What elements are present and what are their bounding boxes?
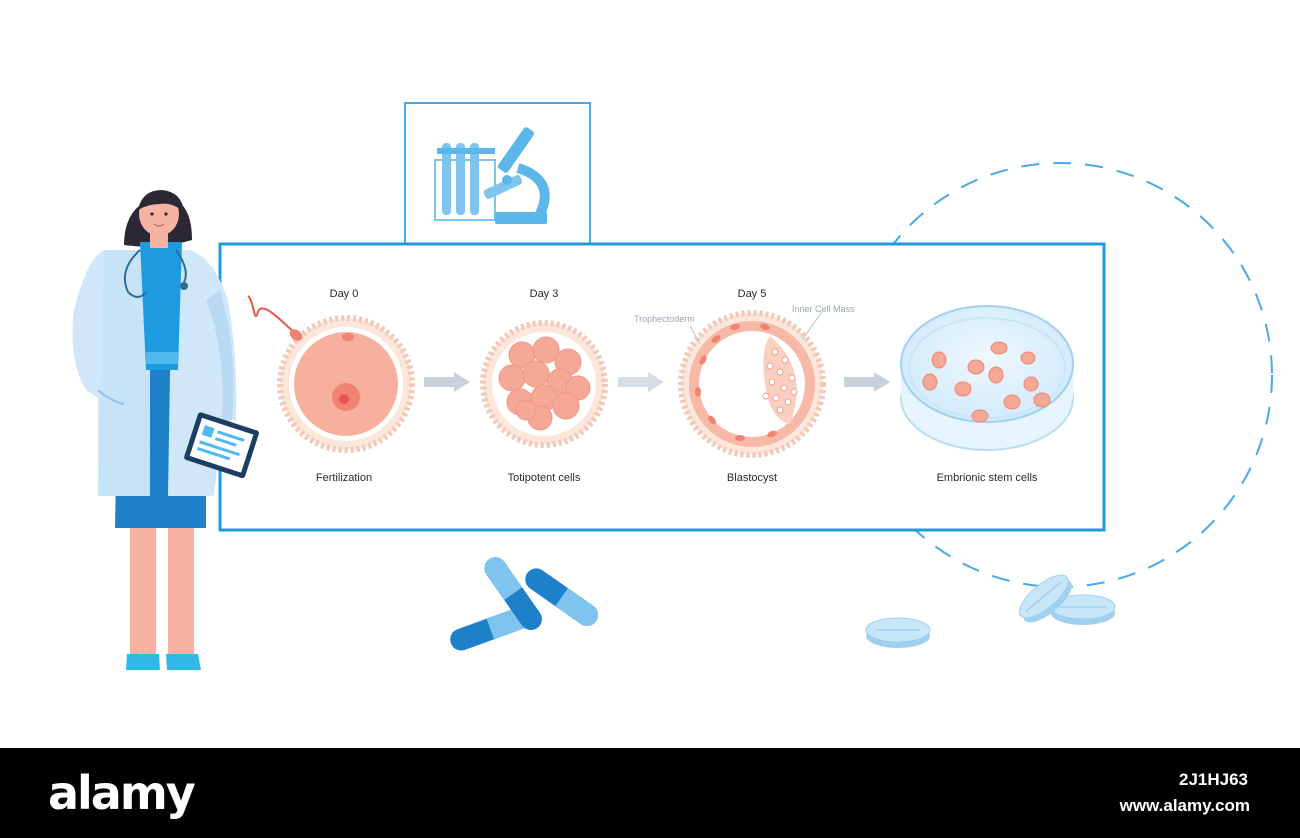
blastocyst (678, 310, 826, 458)
totipotent-embryo (480, 320, 608, 448)
watermark-footer: alamy 2J1HJ63 www.alamy.com (0, 748, 1300, 838)
inner-cell-mass-label: Inner Cell Mass (792, 304, 855, 314)
stage-1-day-label: Day 0 (329, 288, 359, 300)
stage-arrow-3 (844, 372, 890, 392)
stage-3-day-label: Day 5 (737, 288, 767, 300)
stage-2-day-label: Day 3 (529, 288, 559, 300)
stage-1-caption: Fertilization (315, 472, 373, 484)
image-id: 2J1HJ63 (1178, 770, 1248, 789)
stage-4-caption: Embrionic stem cells (936, 472, 1038, 484)
stage-2-caption: Totipotent cells (507, 472, 581, 484)
fertilization-egg (277, 315, 415, 453)
petri-dish (900, 305, 1074, 451)
lab-icon (404, 102, 591, 246)
doctor-figure (72, 190, 259, 670)
tablet-pills (865, 574, 1116, 648)
stage-3-caption: Blastocyst (726, 472, 778, 484)
alamy-logo: alamy (48, 766, 196, 820)
stage-arrow-1 (424, 372, 470, 392)
sperm-icon (247, 295, 303, 341)
capsule-pills (450, 557, 599, 651)
stem-cell-illustration (72, 102, 1273, 670)
stage-arrow-2 (618, 372, 664, 392)
trophectoderm-label: Trophectoderm (634, 314, 695, 324)
site-url: www.alamy.com (1119, 796, 1250, 815)
